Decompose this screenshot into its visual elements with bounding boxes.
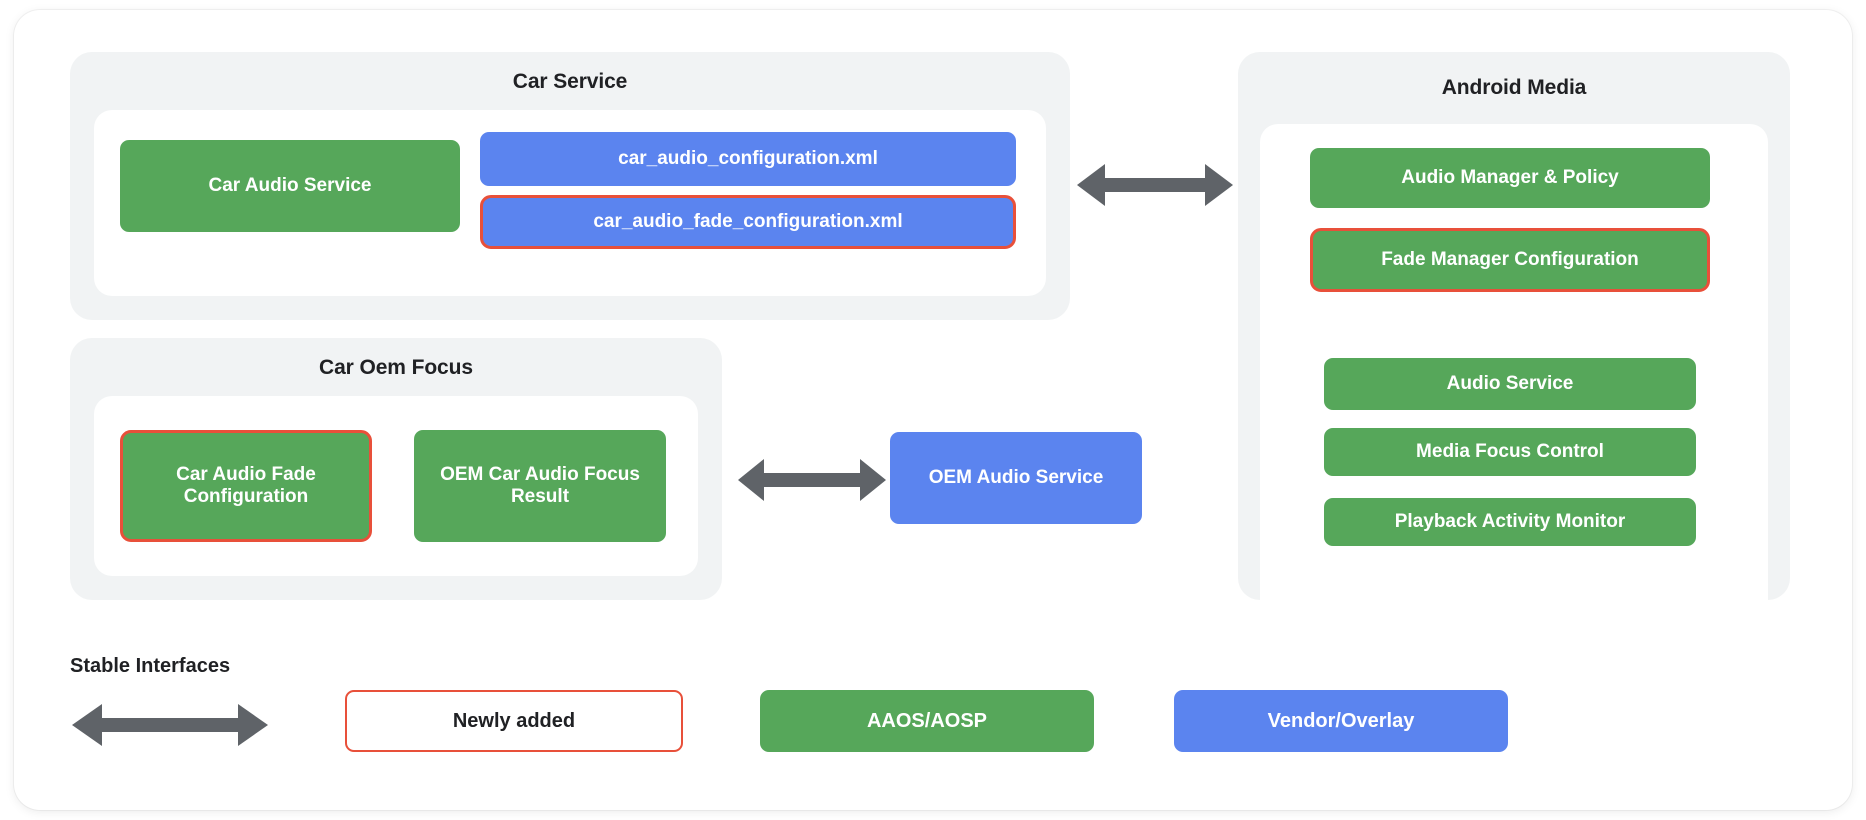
node-car-audio-configuration-xml[interactable]: car_audio_configuration.xml	[480, 132, 1016, 186]
legend-item-vendor-overlay[interactable]: Vendor/Overlay	[1174, 690, 1508, 752]
node-car-audio-service[interactable]: Car Audio Service	[120, 140, 460, 232]
legend-stable-interfaces-label: Stable Interfaces	[70, 655, 231, 677]
legend-item-newly-added[interactable]: Newly added	[345, 690, 683, 752]
node-audio-service[interactable]: Audio Service	[1324, 358, 1696, 410]
group-android-media-title: Android Media	[1441, 76, 1587, 99]
group-car-oem-focus: Car Oem Focus Car Audio Fade Configurati…	[70, 338, 722, 600]
node-car-audio-fade-configuration-xml[interactable]: car_audio_fade_configuration.xml	[480, 195, 1016, 249]
node-car-audio-fade-configuration[interactable]: Car Audio Fade Configuration	[120, 430, 372, 542]
node-fade-manager-configuration[interactable]: Fade Manager Configuration	[1310, 228, 1710, 292]
node-oem-car-audio-focus-result[interactable]: OEM Car Audio Focus Result	[414, 430, 666, 542]
legend-item-aaos-aosp[interactable]: AAOS/AOSP	[760, 690, 1094, 752]
group-car-oem-focus-title: Car Oem Focus	[319, 356, 473, 379]
node-oem-audio-service[interactable]: OEM Audio Service	[890, 432, 1142, 524]
group-car-service-title: Car Service	[512, 70, 628, 93]
group-android-media: Android Media Audio Manager & Policy Fad…	[1238, 52, 1790, 620]
double-arrow-icon-legend	[72, 704, 268, 746]
node-audio-manager-and-policy[interactable]: Audio Manager & Policy	[1310, 148, 1710, 208]
double-arrow-icon-car-oem-focus-oem-audio-service	[738, 459, 886, 501]
node-media-focus-control[interactable]: Media Focus Control	[1324, 428, 1696, 476]
group-car-service: Car Service Car Audio Service car_audio_…	[70, 52, 1070, 320]
node-playback-activity-monitor[interactable]: Playback Activity Monitor	[1324, 498, 1696, 546]
double-arrow-icon-car-service-android-media	[1077, 164, 1233, 206]
